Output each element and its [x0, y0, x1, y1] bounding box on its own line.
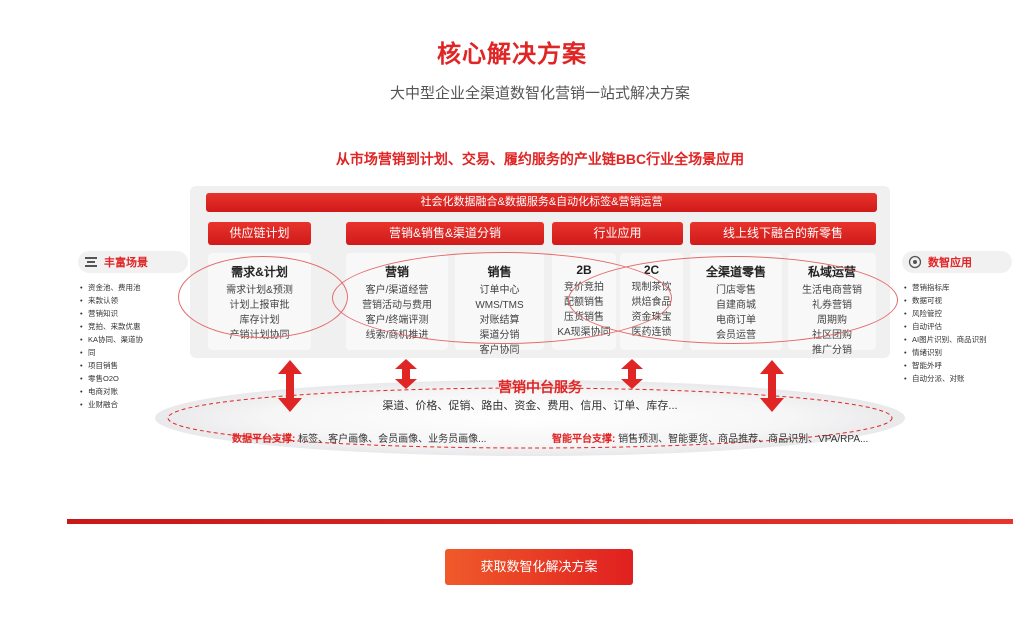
- list-item: 数据可视: [902, 294, 1012, 307]
- list-item: KA协同、渠道协: [78, 333, 188, 346]
- list-item: 竞拍、来款优惠: [78, 320, 188, 333]
- list-item: 来款认领: [78, 294, 188, 307]
- left-panel-label: 丰富场景: [104, 257, 148, 269]
- ai-platform-text: 销售预测、智能要货、商品推荐、商品识别、VPA/RPA...: [615, 434, 869, 445]
- left-scenario-panel: 丰富场景 资金池、费用池 来款认领 营销知识 竞拍、来款优惠 KA协同、渠道协 …: [78, 251, 188, 411]
- list-item: 电商对账: [78, 385, 188, 398]
- get-solution-button[interactable]: 获取数智化解决方案: [445, 549, 633, 585]
- card-line: 社区团购: [812, 330, 852, 341]
- decor-ring: [178, 256, 348, 338]
- double-arrow-icon: [395, 359, 417, 389]
- middle-platform-list: 渠道、价格、促销、路由、资金、费用、信用、订单、库存...: [382, 400, 678, 412]
- category-supply-chain: 供应链计划: [208, 222, 311, 245]
- left-panel-header: 丰富场景: [78, 251, 188, 273]
- right-panel-list: 营销指标库 数据可视 风险管控 自动评估 AI图片识别、商品识别 情绪识别 智能…: [902, 281, 1012, 385]
- page-title: 核心解决方案: [437, 41, 587, 68]
- data-platform-text: 标签、客户画像、会员画像、业务员画像...: [295, 434, 487, 445]
- list-item: 营销指标库: [902, 281, 1012, 294]
- gear-icon: [908, 255, 922, 269]
- list-item: 自动分派、对账: [902, 372, 1012, 385]
- middle-platform-title: 营销中台服务: [498, 379, 582, 395]
- list-item: 智能外呼: [902, 359, 1012, 372]
- data-platform-label: 数据平台支撑:: [232, 434, 296, 445]
- category-industry-apps: 行业应用: [552, 222, 683, 245]
- scenario-icon: [85, 257, 97, 267]
- list-item: 业财融合: [78, 398, 188, 411]
- decor-ring: [568, 256, 898, 344]
- card-line: 推广分销: [812, 345, 852, 356]
- ai-platform-support: 智能平台支撑: 销售预测、智能要货、商品推荐、商品识别、VPA/RPA...: [552, 430, 868, 445]
- double-arrow-icon: [621, 359, 643, 389]
- ai-platform-label: 智能平台支撑:: [552, 434, 616, 445]
- chain-title: 从市场营销到计划、交易、履约服务的产业链BBC行业全场景应用: [335, 151, 745, 167]
- page-subtitle: 大中型企业全渠道数智化营销一站式解决方案: [389, 85, 690, 102]
- double-arrow-icon: [760, 360, 784, 412]
- right-panel-label: 数智应用: [928, 257, 972, 269]
- list-item: 情绪识别: [902, 346, 1012, 359]
- list-item: 营销知识: [78, 307, 188, 320]
- platform-ellipse: [155, 380, 905, 456]
- list-item: 同: [78, 346, 188, 359]
- double-arrow-icon: [278, 360, 302, 412]
- list-item: AI图片识别、商品识别: [902, 333, 1012, 346]
- right-panel-header: 数智应用: [902, 251, 1012, 273]
- list-item: 项目销售: [78, 359, 188, 372]
- data-platform-support: 数据平台支撑: 标签、客户画像、会员画像、业务员画像...: [232, 430, 486, 445]
- list-item: 风险管控: [902, 307, 1012, 320]
- category-new-retail: 线上线下融合的新零售: [690, 222, 876, 245]
- card-line: 客户协同: [479, 345, 520, 356]
- category-marketing-sales: 营销&销售&渠道分销: [346, 222, 544, 245]
- list-item: 自动评估: [902, 320, 1012, 333]
- right-ai-panel: 数智应用 营销指标库 数据可视 风险管控 自动评估 AI图片识别、商品识别 情绪…: [902, 251, 1012, 385]
- list-item: 零售O2O: [78, 372, 188, 385]
- list-item: 资金池、费用池: [78, 281, 188, 294]
- card-line: 线索/商机推进: [365, 330, 429, 341]
- section-divider: [67, 519, 1013, 524]
- data-service-bar: 社会化数据融合&数据服务&自动化标签&营销运营: [206, 193, 877, 212]
- left-panel-list: 资金池、费用池 来款认领 营销知识 竞拍、来款优惠 KA协同、渠道协 同 项目销…: [78, 281, 188, 411]
